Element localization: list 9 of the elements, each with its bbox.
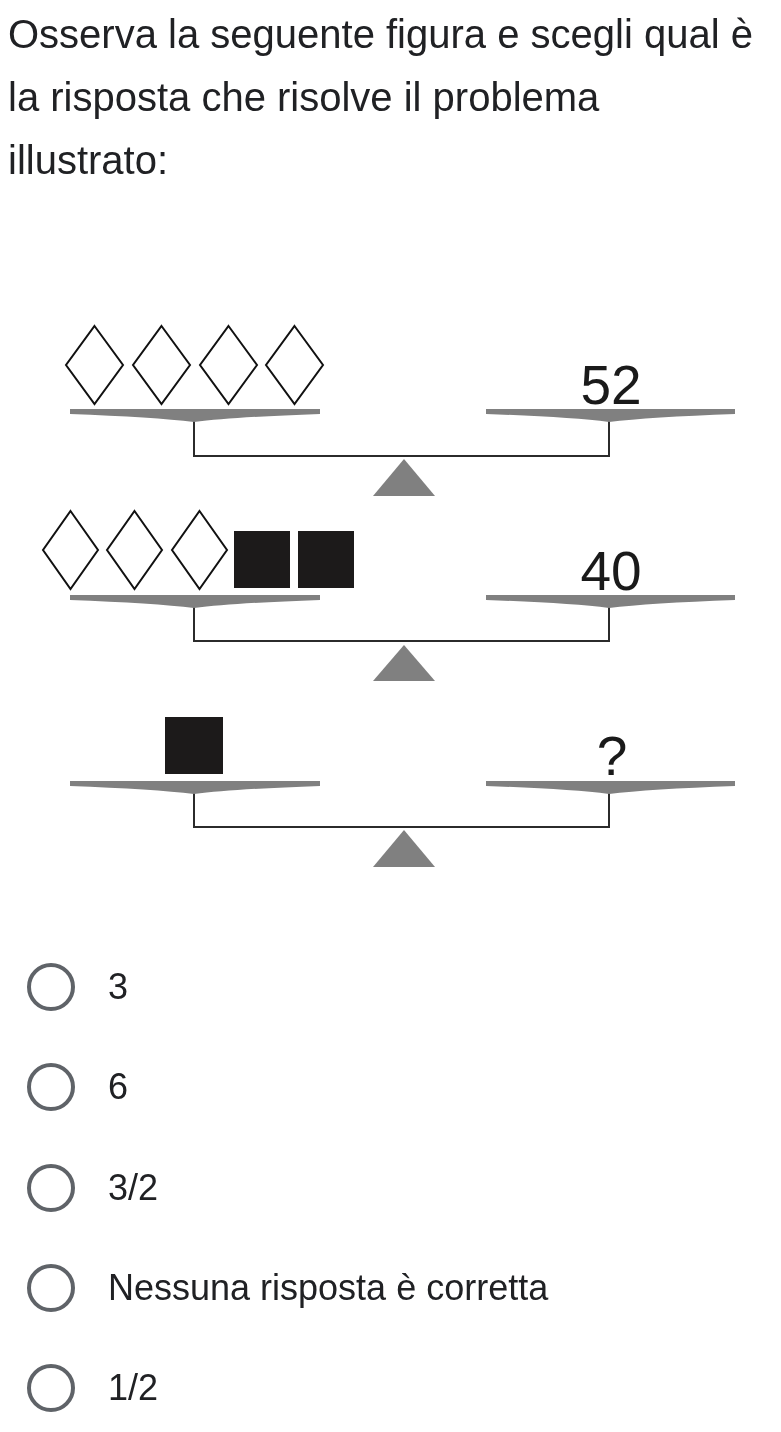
weight-value: 40 — [580, 544, 642, 599]
option-label: 1/2 — [108, 1370, 159, 1406]
option-label: Nessuna risposta è corretta — [108, 1270, 549, 1306]
option-label: 3 — [108, 969, 129, 1005]
question-text: Osserva la seguente figura e scegli qual è la risposta che risolve il problema illustrato: — [8, 11, 754, 184]
option-label: 6 — [108, 1069, 129, 1105]
option-label: 3/2 — [108, 1170, 159, 1206]
weight-value: ? — [596, 729, 628, 784]
weight-value: 52 — [580, 358, 642, 413]
